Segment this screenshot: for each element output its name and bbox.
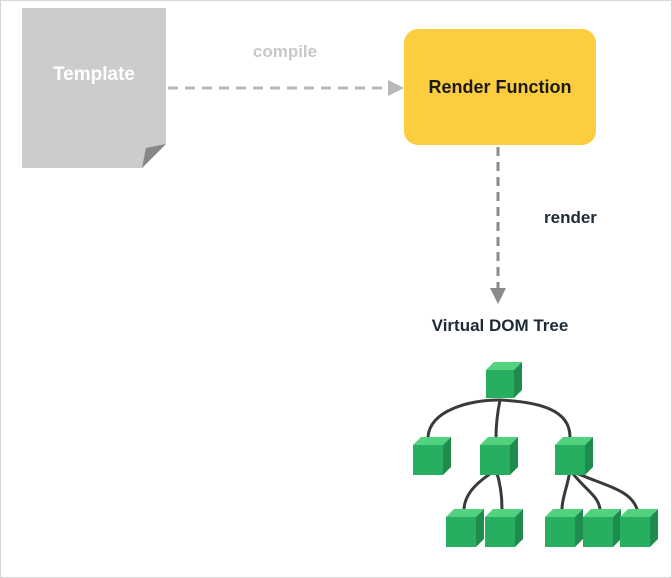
render-function-label: Render Function (428, 76, 572, 97)
tree-node-child-right (555, 437, 593, 475)
template-document-icon (22, 8, 166, 168)
virtual-dom-tree-label: Virtual DOM Tree (431, 316, 569, 335)
tree-node-leaf-2 (485, 509, 523, 547)
compile-arrow (168, 80, 404, 96)
render-function-box: Render Function (404, 29, 596, 145)
compile-label: compile (252, 42, 318, 61)
tree-edge (568, 468, 639, 511)
tree-edges (426, 398, 639, 511)
tree-edge (498, 398, 572, 439)
tree-node-leaf-5 (620, 509, 658, 547)
template-label: Template (52, 64, 135, 85)
tree-node-leaf-1 (446, 509, 484, 547)
tree-node-leaf-4 (583, 509, 621, 547)
tree-edge (462, 468, 498, 511)
tree-edge (560, 468, 572, 511)
tree-node-root (486, 362, 522, 398)
tree-edge (494, 468, 504, 511)
tree-node-child-middle (480, 437, 518, 475)
tree-node-leaf-3 (545, 509, 583, 547)
render-label: render (544, 208, 597, 227)
tree-edge (426, 398, 502, 439)
tree-nodes (413, 362, 658, 547)
tree-edge (494, 398, 502, 439)
render-arrow (490, 147, 506, 304)
tree-node-child-left (413, 437, 451, 475)
